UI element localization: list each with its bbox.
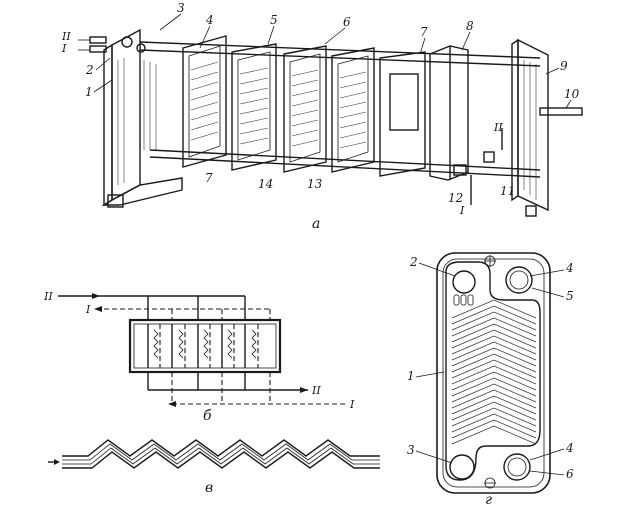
view-label-v: в — [205, 480, 213, 496]
label-a-4: 4 — [205, 13, 214, 27]
plate-pack — [182, 35, 426, 177]
label-a-8: 8 — [466, 19, 474, 33]
label-a-12: 12 — [448, 191, 463, 205]
label-a-5: 5 — [270, 13, 278, 27]
label-a-1: 1 — [85, 85, 93, 99]
flow-label-a-II-side: II — [493, 121, 503, 134]
view-v-corrugated-channel: в — [48, 439, 380, 496]
label-a-13: 13 — [307, 177, 323, 191]
plate-outline — [436, 252, 551, 494]
label-g-3: 3 — [407, 443, 415, 457]
view-label-a: а — [312, 216, 320, 232]
label-a-7-top: 7 — [420, 25, 428, 39]
flow-label-b-II-right: II — [311, 384, 321, 397]
plate-2 — [231, 43, 277, 171]
port-bottom-left — [449, 454, 475, 480]
label-a-9: 9 — [560, 59, 568, 73]
label-a-3: 3 — [177, 1, 185, 15]
plate-gasket-frame — [379, 51, 426, 177]
fixed-front-plate — [89, 28, 183, 208]
view-b-flow-scheme: II I II I б — [43, 290, 355, 424]
view-label-g: г — [485, 492, 492, 508]
plate-corrugation — [451, 299, 537, 445]
flow-label-a-I-out: I — [61, 42, 67, 55]
label-a-14: 14 — [258, 177, 273, 191]
label-g-4-bottom: 4 — [565, 441, 574, 455]
view-a-assembly: 1 2 3 4 5 6 7 8 9 10 11 12 13 14 7 II I … — [61, 1, 583, 232]
plate-4 — [331, 47, 375, 173]
label-g-1: 1 — [407, 369, 415, 383]
flow-label-a-I-bottom: I — [459, 204, 465, 217]
view-g-plate: 2 4 5 1 3 4 6 г — [407, 252, 574, 508]
label-g-5: 5 — [566, 289, 574, 303]
label-g-4-top: 4 — [565, 261, 574, 275]
view-a-labels: 1 2 3 4 5 6 7 8 9 10 11 12 13 14 7 II I … — [61, 1, 580, 232]
label-g-2: 2 — [409, 255, 418, 269]
port-top-right — [505, 266, 533, 294]
label-a-10: 10 — [564, 87, 580, 101]
view-label-b: б — [203, 408, 212, 424]
label-a-2: 2 — [85, 63, 94, 77]
label-a-6: 6 — [343, 15, 351, 29]
plate-1 — [182, 35, 227, 168]
flow-label-b-I-left: I — [85, 303, 91, 316]
label-a-11: 11 — [500, 184, 515, 198]
flow-label-b-I-right: I — [349, 398, 355, 411]
flow-box — [128, 318, 282, 374]
port-bottom-right — [503, 453, 531, 481]
rear-stand — [453, 38, 549, 217]
flow-label-b-II-top: II — [43, 290, 53, 303]
label-a-7-bottom: 7 — [205, 171, 213, 185]
label-g-6: 6 — [566, 467, 574, 481]
pressure-plate — [429, 45, 469, 181]
port-top-left — [452, 270, 476, 294]
flow-label-a-II-in: II — [61, 30, 71, 43]
plate-3 — [283, 45, 327, 173]
